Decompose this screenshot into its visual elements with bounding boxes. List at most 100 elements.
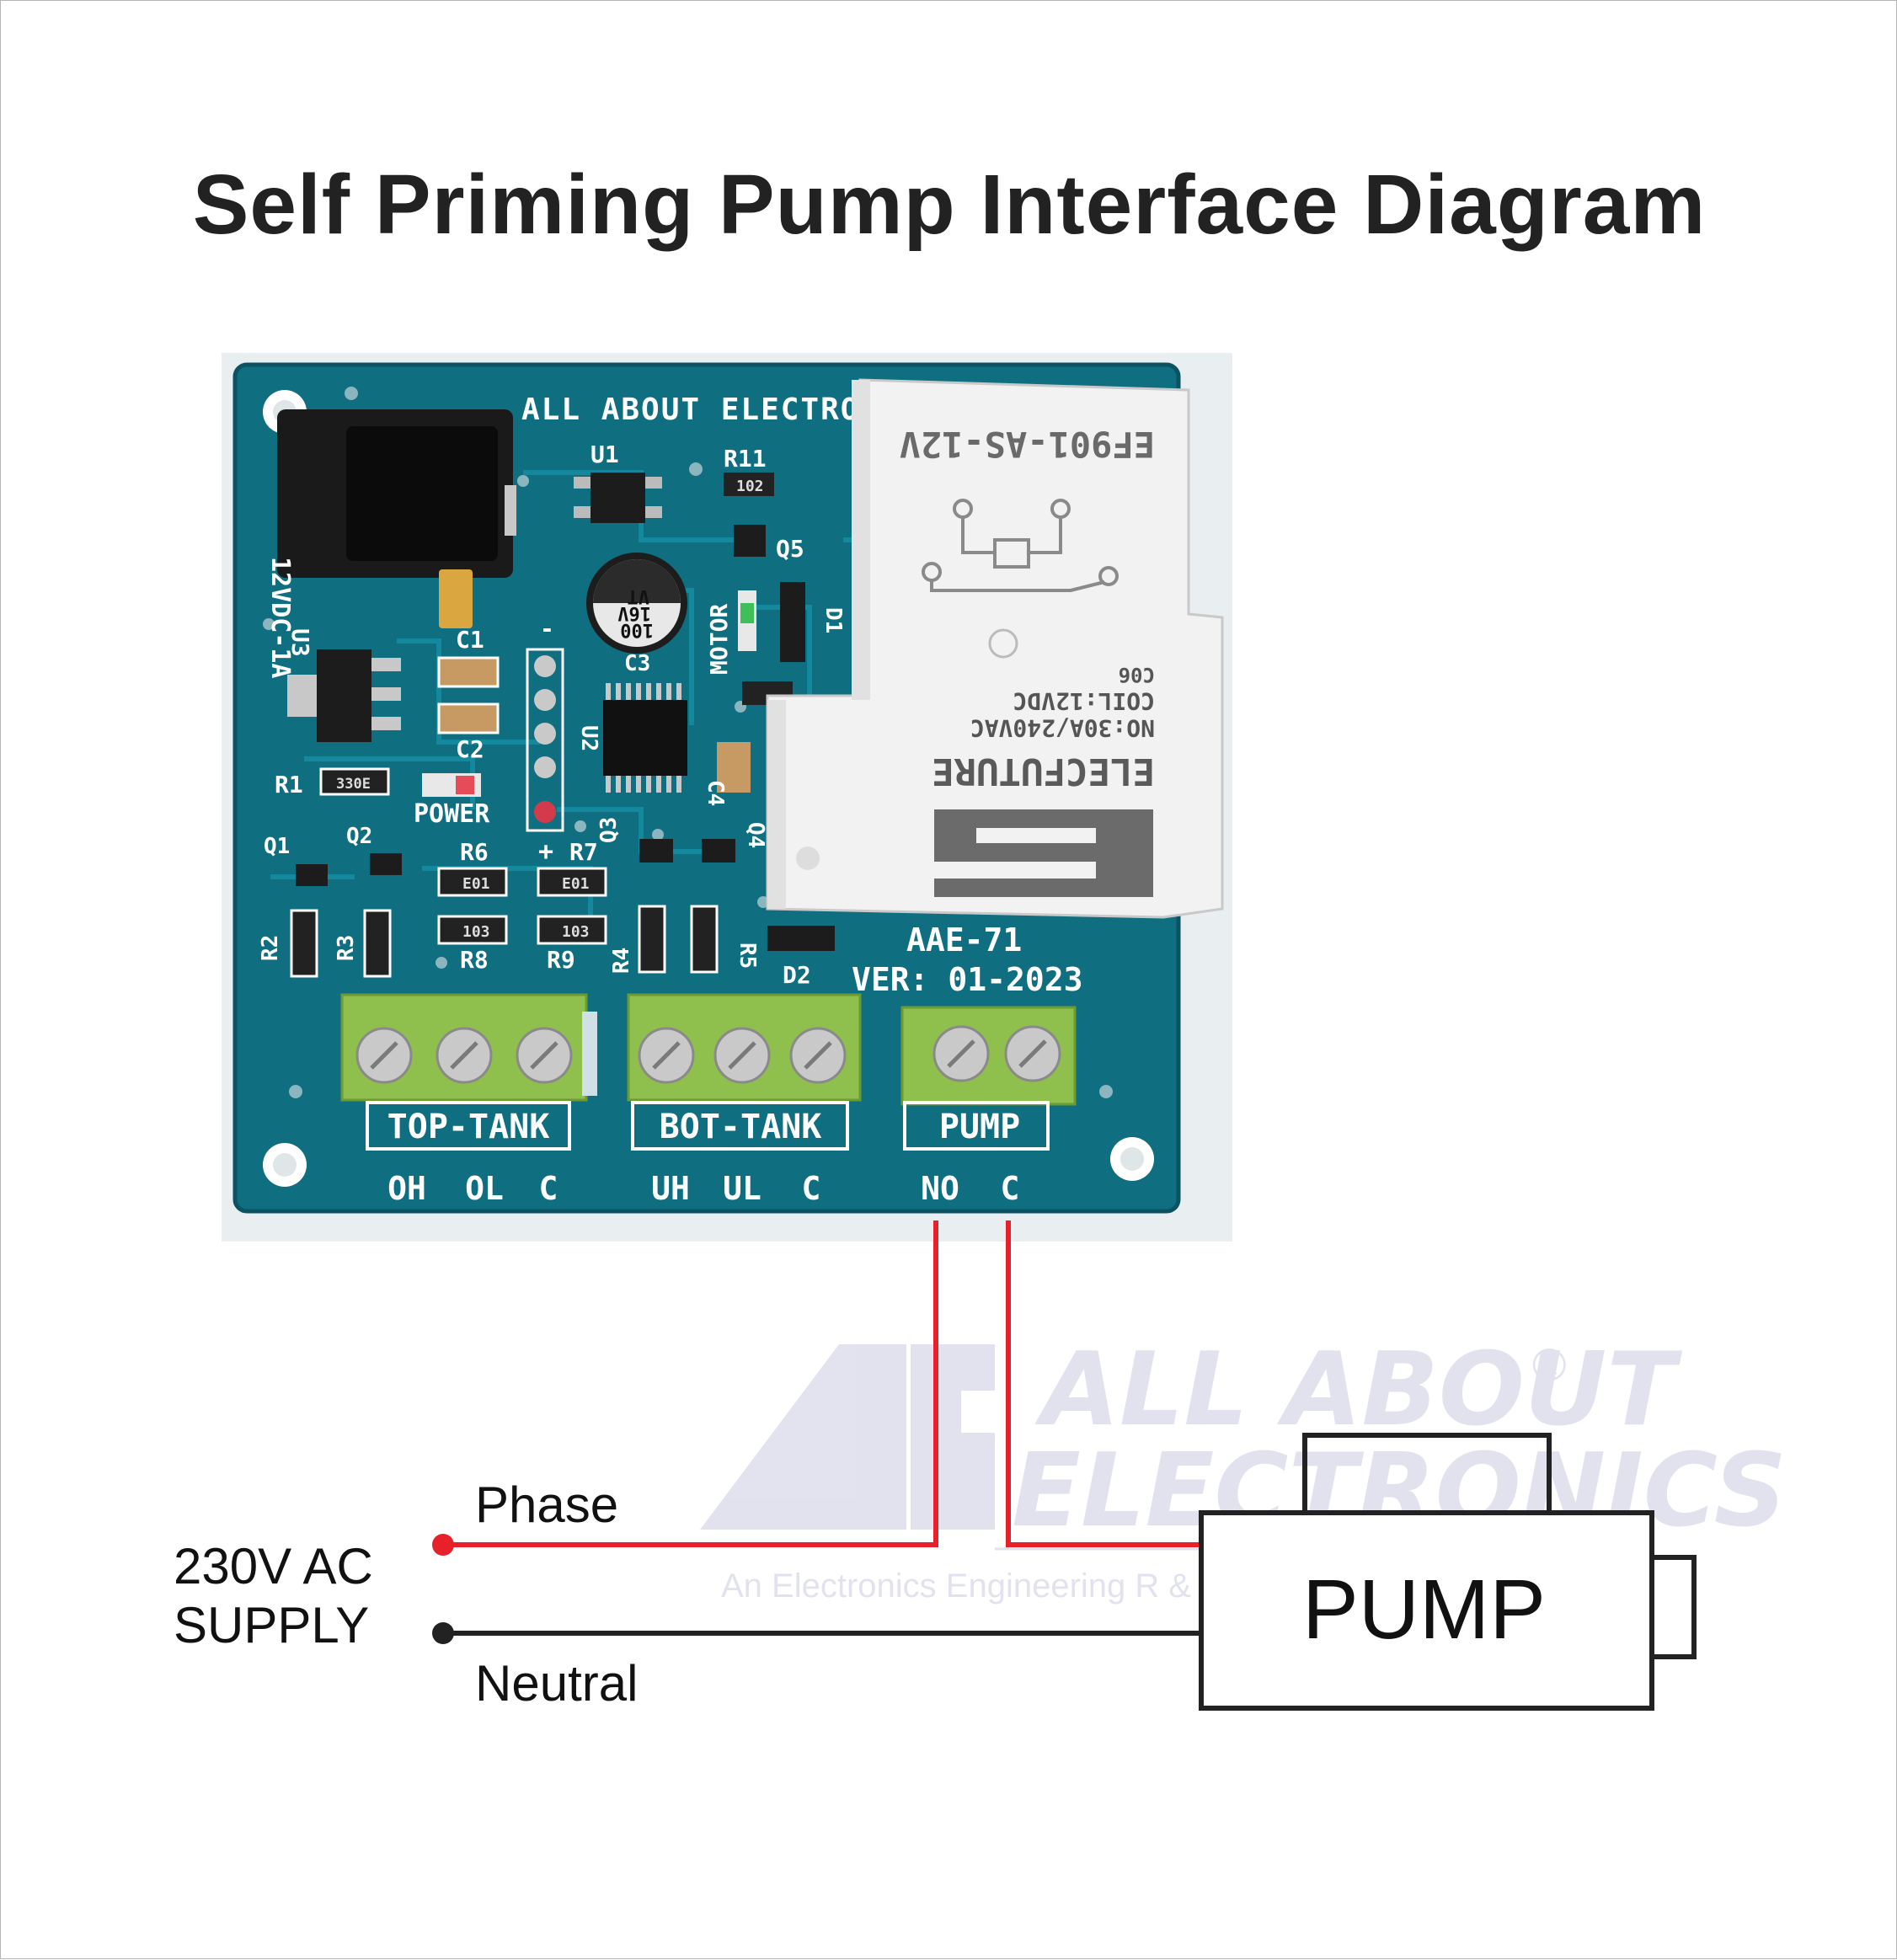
terminal-bot-tank-label: BOT-TANK (660, 1108, 822, 1146)
pump-label: PUMP (1302, 1562, 1546, 1657)
r8-label: R8 (460, 946, 489, 974)
pcb-board: 12VDC-1A ALL ABOUT ELECTRO U1 102 R11 Q5 (222, 353, 1232, 1242)
phase-wire (443, 1220, 938, 1547)
u2-microcontroller (603, 683, 687, 793)
header-plus-label: + (538, 837, 553, 867)
q1-label: Q1 (264, 834, 290, 859)
r1-label: R1 (275, 771, 303, 798)
neutral-terminal-dot (432, 1622, 454, 1644)
terminal-pump (900, 1006, 1077, 1151)
q3-transistor (639, 839, 673, 863)
power-led-lens (456, 776, 474, 794)
motor-led-lens (740, 603, 754, 623)
pcb-vias (263, 387, 1113, 1098)
c1-label: C1 (456, 626, 484, 654)
d2-label: D2 (783, 961, 811, 989)
r6-resistor (437, 867, 508, 897)
watermark-line1: ALL ABOUT (1034, 1332, 1682, 1449)
d1-diode (780, 582, 805, 662)
q4-transistor (702, 839, 735, 863)
relay-contact-rating: NO:30A/240VAC (970, 714, 1155, 742)
cap-voltage-text: 16V (617, 602, 651, 623)
r9-code: 103 (562, 923, 590, 941)
r11-label: R11 (724, 445, 767, 473)
r4-label: R4 (609, 948, 634, 974)
motor-led-label: MOTOR (705, 604, 733, 675)
terminal-top-tank (340, 993, 597, 1151)
terminal-bot-tank (627, 993, 862, 1151)
r11-code: 102 (736, 478, 764, 495)
terminal-oh-pin: OH (387, 1170, 426, 1207)
r3-label: R3 (334, 935, 359, 961)
board-model-label: AAE-71 (906, 921, 1022, 959)
q3-label: Q3 (596, 817, 622, 843)
relay-schematic-symbol (922, 499, 1119, 592)
q4-label: Q4 (743, 822, 768, 848)
pump-symbol (1199, 1433, 1697, 1711)
terminal-pump-label: PUMP (939, 1108, 1020, 1146)
d1-label: D1 (820, 607, 846, 633)
r2-label: R2 (258, 935, 283, 961)
q5-label: Q5 (776, 535, 804, 563)
c2-capacitor (437, 702, 500, 734)
relay-part-number: EF901-AS-12V (900, 424, 1155, 465)
r7-resistor (537, 867, 607, 897)
pump-outlet (1649, 1555, 1697, 1659)
c1-capacitor (437, 656, 500, 688)
watermark-logo-shape-a (700, 1344, 906, 1530)
relay-logo (934, 809, 1153, 897)
r7-code: E01 (562, 875, 590, 893)
supply-label-line2: SUPPLY (174, 1597, 370, 1653)
terminal-top-c-pin: C (539, 1170, 558, 1207)
jack-rating-label: 12VDC-1A (265, 557, 295, 679)
watermark-registered-mark: ® (1532, 1338, 1567, 1391)
terminal-no-pin: NO (921, 1170, 959, 1207)
q2-transistor (370, 853, 402, 875)
diagram-title: Self Priming Pump Interface Diagram (192, 158, 1707, 252)
power-led-label: POWER (414, 799, 490, 829)
neutral-label: Neutral (475, 1655, 639, 1712)
c4-capacitor (717, 742, 751, 793)
relay-batch-code: C06 (1119, 663, 1155, 686)
terminal-top-tank-label: TOP-TANK (387, 1108, 550, 1146)
watermark-logo-shape-b (911, 1344, 995, 1530)
u3-regulator (287, 649, 401, 742)
pump-body (1199, 1510, 1654, 1711)
r5-label: R5 (735, 943, 760, 969)
q5-transistor (734, 525, 766, 557)
board-brand-label: ALL ABOUT ELECTRO (521, 393, 860, 427)
phase-terminal-dot (432, 1534, 454, 1556)
relay (766, 378, 1224, 919)
supply-label-line1: 230V AC (174, 1538, 373, 1594)
terminal-bot-c-pin: C (802, 1170, 821, 1207)
c2-label: C2 (456, 735, 484, 763)
relay-brand: ELECFUTURE (932, 750, 1155, 793)
r3-resistor (363, 909, 392, 978)
r8-code: 103 (462, 923, 490, 941)
r8-resistor (437, 915, 508, 945)
header-minus-label: - (540, 615, 554, 643)
d2-diode (767, 926, 835, 951)
board-version-label: VER: 01-2023 (852, 961, 1083, 998)
terminal-uh-pin: UH (651, 1170, 690, 1207)
terminal-ul-pin: UL (723, 1170, 761, 1207)
r2-resistor (290, 909, 318, 978)
r9-label: R9 (547, 946, 575, 974)
wiring (432, 1220, 1201, 1644)
r6-code: E01 (462, 875, 490, 893)
r1-resistor (319, 767, 390, 796)
r1-code: 330E (336, 776, 371, 793)
program-header (526, 648, 564, 832)
capacitor-100uf (586, 553, 687, 654)
u2-label: U2 (576, 725, 601, 751)
r5-resistor (690, 905, 719, 974)
u3-label: U3 (286, 628, 314, 657)
r11-resistor (724, 473, 774, 496)
q1-transistor (296, 864, 328, 886)
u1-bridge (574, 473, 662, 523)
terminal-pump-c-pin: C (1001, 1170, 1020, 1207)
r4-resistor (638, 905, 666, 974)
r6-label: R6 (460, 838, 489, 866)
